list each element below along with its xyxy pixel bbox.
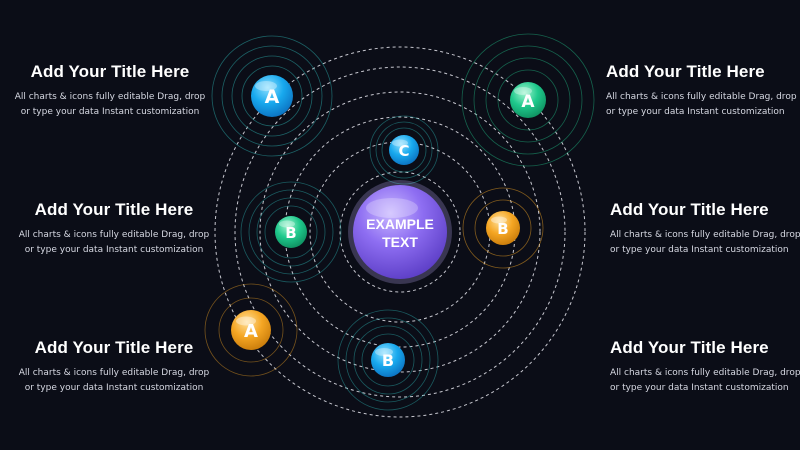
text-block-left-2: Add Your Title Here All charts & icons f… (14, 200, 214, 258)
node-label: B (497, 220, 508, 238)
block-title: Add Your Title Here (34, 200, 194, 219)
node-halos (204, 33, 595, 411)
block-body-line1: All charts & icons fully editable Drag, … (18, 230, 210, 240)
block-body-line1: All charts & icons fully editable Drag, … (14, 92, 206, 102)
halo-node-b-right (462, 187, 544, 269)
node-label: C (398, 142, 409, 160)
node-label: B (285, 224, 296, 242)
text-block-left-1: Add Your Title Here All charts & icons f… (10, 62, 210, 120)
block-body-line2: or type your data Instant customization (610, 383, 789, 393)
block-body-line2: or type your data Instant customization (610, 245, 789, 255)
block-title: Add Your Title Here (610, 200, 769, 219)
block-title: Add Your Title Here (606, 62, 765, 81)
block-body-line1: All charts & icons fully editable Drag, … (610, 230, 800, 240)
halo-node-b-bottom (337, 309, 439, 411)
node-b-right: B (486, 211, 520, 245)
halo-node-c (369, 115, 439, 185)
block-title: Add Your Title Here (30, 62, 190, 81)
block-body-line1: All charts & icons fully editable Drag, … (606, 92, 797, 102)
center-sphere: EXAMPLE TEXT (348, 180, 452, 284)
orbit-ring (259, 91, 541, 373)
block-body-line2: or type your data Instant customization (24, 245, 204, 255)
text-block-right-3: Add Your Title Here All charts & icons f… (610, 338, 800, 396)
node-c: C (389, 135, 419, 165)
orbit-ring (214, 46, 586, 418)
node-b-bottom: B (371, 343, 405, 377)
block-title: Add Your Title Here (34, 338, 194, 357)
block-body-line2: or type your data Instant customization (24, 383, 204, 393)
node-a-bottom-left: A (231, 310, 271, 350)
text-block-right-1: Add Your Title Here All charts & icons f… (606, 62, 800, 120)
text-block-right-2: Add Your Title Here All charts & icons f… (610, 200, 800, 258)
node-a-top-left: A (251, 75, 293, 117)
node-label: A (244, 321, 258, 342)
block-body-line1: All charts & icons fully editable Drag, … (18, 368, 210, 378)
halo-node-a-top-left (211, 35, 333, 157)
block-title: Add Your Title Here (610, 338, 769, 357)
node-b-left: B (275, 216, 307, 248)
halo-node-b-left (240, 181, 342, 283)
halo-node-a-bottom-left (204, 283, 298, 377)
node-label: A (265, 86, 280, 108)
node-label: A (521, 92, 535, 112)
text-block-left-3: Add Your Title Here All charts & icons f… (14, 338, 214, 396)
node-a-top-right: A (510, 82, 546, 118)
block-body-line2: or type your data Instant customization (20, 107, 200, 117)
node-label: B (382, 351, 394, 370)
halo-node-a-top-right (461, 33, 595, 167)
block-body-line2: or type your data Instant customization (606, 107, 785, 117)
orbit-ring (234, 66, 566, 398)
center-label-line2: TEXT (382, 234, 418, 250)
block-body-line1: All charts & icons fully editable Drag, … (610, 368, 800, 378)
center-label-line1: EXAMPLE (366, 216, 434, 232)
